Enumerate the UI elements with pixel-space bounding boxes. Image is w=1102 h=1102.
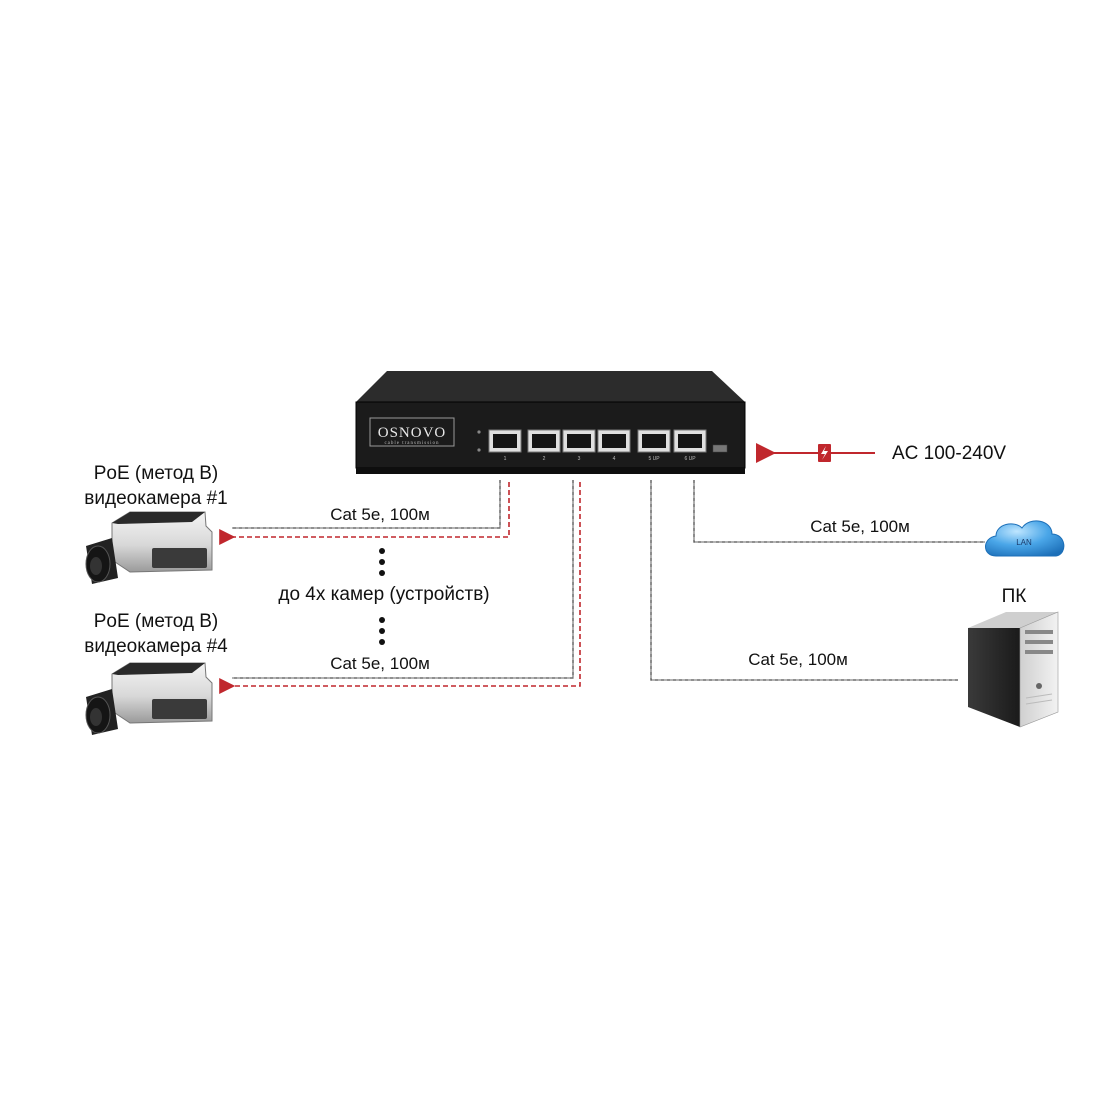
pc-tower-icon [968,611,1059,728]
port-1: 1 [488,429,522,462]
port-4: 4 [597,429,631,462]
camera1-icon [85,511,213,584]
poe-line-camera4 [219,482,581,694]
led-indicator-1 [477,430,481,434]
camera4-label: PoE (метод B) видеокамера #4 [84,611,228,657]
lan-cloud-icon: LAN [985,520,1065,557]
brand-subtitle: cable transmission [384,441,439,446]
led-indicator-2 [477,448,481,452]
cable-label-pc: Cat 5e, 100м [748,650,848,669]
camera4-icon [85,662,213,735]
ellipsis-dots-bottom [379,617,385,645]
camera1-label: PoE (метод B) видеокамера #1 [84,463,227,509]
port-label: 4 [613,456,616,462]
pc-front [1019,611,1059,728]
cable-lan [693,480,985,543]
cable-label-camera1: Cat 5e, 100м [330,505,430,524]
port-label: 1 [504,456,507,462]
cable-label-lan: Cat 5e, 100м [810,517,910,536]
port-label: 6 UP [684,456,696,462]
brand-logo-text: OSNOVO [378,425,447,441]
cable-pc [650,480,958,681]
pc-top [968,612,1058,628]
camera4-label-line2: видеокамера #4 [84,636,228,657]
power-label: AC 100-240V [892,443,1006,464]
camera1-label-line2: видеокамера #1 [84,488,227,509]
dip-switch [712,444,728,453]
pc-label: ПК [1002,586,1027,607]
poe-switch: OSNOVO cable transmission 1 2 3 4 [355,371,746,474]
lan-label: LAN [1016,538,1032,547]
cable-camera1 [219,480,510,545]
port-3: 3 [562,429,596,462]
cameras-count-note: до 4х камер (устройств) [278,584,489,605]
brand-plate [369,417,455,447]
port-label: 2 [543,456,546,462]
port-label: 3 [578,456,581,462]
power-input: AC 100-240V [756,443,1006,464]
port-5-uplink: 5 UP [637,429,671,462]
port-6-uplink: 6 UP [673,429,707,462]
port-2: 2 [527,429,561,462]
ellipsis-dots-top [379,548,385,576]
poe-line-camera1 [219,482,510,545]
switch-top [356,371,745,402]
cable-label-camera4: Cat 5e, 100м [330,654,430,673]
cable-camera4 [219,480,581,694]
camera1-label-line1: PoE (метод B) [94,463,219,484]
lightning-bolt-icon [821,446,828,460]
camera4-label-line1: PoE (метод B) [94,611,219,632]
port-label: 5 UP [648,456,660,462]
pc-side [968,628,1020,727]
